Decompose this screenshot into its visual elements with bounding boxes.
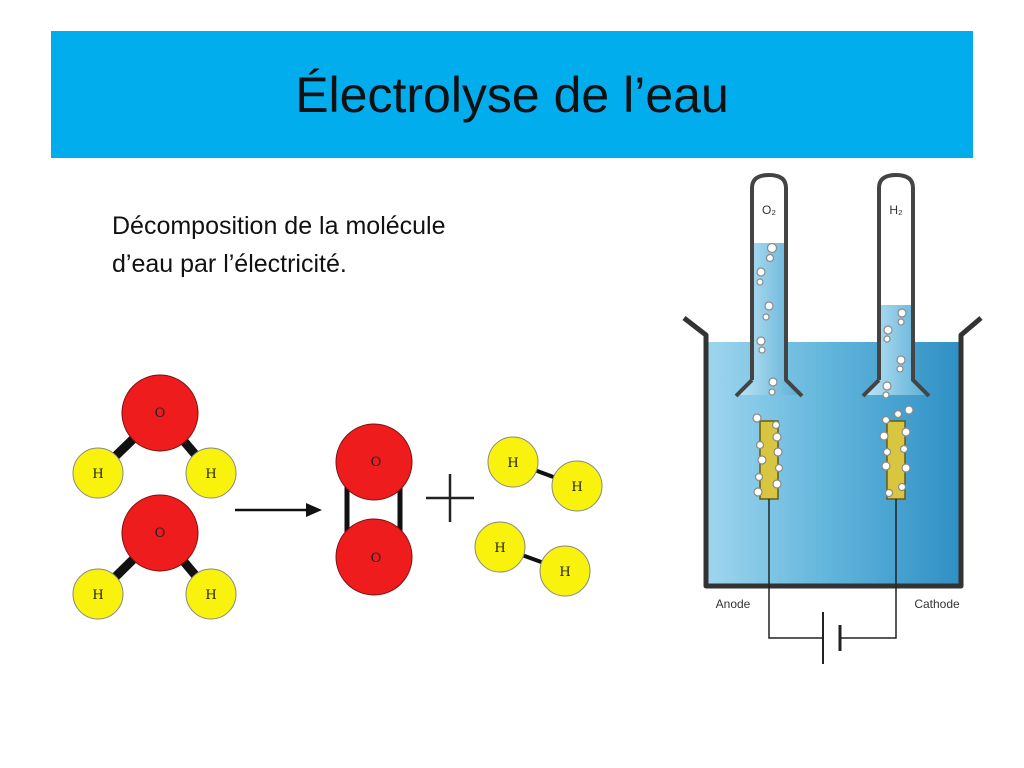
bubble bbox=[766, 242, 778, 254]
plus-icon bbox=[426, 474, 474, 522]
bubble bbox=[756, 336, 766, 346]
hydrogen-atom bbox=[474, 521, 526, 573]
oxygen-atom bbox=[121, 374, 199, 452]
hydrogen-atom-label: H bbox=[205, 588, 216, 603]
oxygen-atom-label: O bbox=[371, 551, 382, 566]
anode-label: Anode bbox=[716, 597, 751, 611]
oxygen-atom bbox=[335, 518, 413, 596]
bubble bbox=[896, 355, 906, 365]
bubble bbox=[755, 440, 765, 450]
title-band: Électrolyse de l’eau bbox=[51, 31, 973, 158]
bubble bbox=[765, 253, 775, 263]
bubble bbox=[897, 308, 907, 318]
bubble bbox=[754, 472, 764, 482]
hydrogen-atom-label: H bbox=[92, 588, 103, 603]
water-molecule-2: O H H bbox=[72, 494, 237, 620]
hydrogen-atom bbox=[185, 568, 237, 620]
bubble bbox=[897, 318, 905, 326]
tube-label-h2: H₂ bbox=[889, 203, 903, 217]
test-tube-right-lip bbox=[861, 378, 881, 398]
battery-icon bbox=[822, 612, 842, 664]
bubble bbox=[883, 325, 893, 335]
test-tube-left-lip bbox=[734, 378, 754, 398]
oxygen-molecule: O O bbox=[335, 423, 413, 596]
hydrogen-atom bbox=[551, 460, 603, 512]
bubble bbox=[757, 455, 767, 465]
hydrogen-atom bbox=[72, 568, 124, 620]
bubble bbox=[753, 487, 763, 497]
hydrogen-molecule-2: H H bbox=[474, 521, 591, 597]
circuit-wire-right bbox=[840, 586, 897, 639]
cathode-label: Cathode bbox=[914, 597, 960, 611]
reaction-arrow-icon bbox=[235, 503, 322, 517]
bubble bbox=[881, 461, 891, 471]
bubble bbox=[774, 463, 784, 473]
water-molecule-1: O H H bbox=[72, 374, 237, 499]
beaker bbox=[682, 316, 983, 589]
slide-subtitle: Décomposition de la molécule d’eau par l… bbox=[112, 207, 552, 283]
bubble bbox=[772, 479, 782, 489]
bubble bbox=[901, 427, 911, 437]
bubble bbox=[897, 482, 907, 492]
bubble bbox=[758, 346, 766, 354]
bubble bbox=[756, 267, 766, 277]
bubble bbox=[764, 301, 774, 311]
subtitle-line-1: Décomposition de la molécule bbox=[112, 212, 446, 240]
oxygen-atom bbox=[335, 423, 413, 501]
bubble bbox=[883, 335, 891, 343]
gas-bubbles bbox=[752, 242, 914, 498]
bubble bbox=[882, 381, 892, 391]
bubble bbox=[884, 488, 894, 498]
bubble bbox=[896, 365, 904, 373]
oxygen-atom-label: O bbox=[371, 455, 382, 470]
bubble bbox=[756, 278, 764, 286]
hydrogen-atom bbox=[487, 436, 539, 488]
bubble bbox=[772, 432, 782, 442]
bubble bbox=[882, 447, 892, 457]
hydrogen-atom bbox=[539, 545, 591, 597]
bubble bbox=[882, 391, 890, 399]
beaker-water bbox=[706, 342, 961, 586]
bubble bbox=[904, 405, 914, 415]
bubble bbox=[762, 313, 770, 321]
hydrogen-atom bbox=[185, 447, 237, 499]
tube-label-o2: O₂ bbox=[762, 203, 776, 217]
bubble bbox=[879, 431, 889, 441]
electrolysis-apparatus: O₂ H₂ Anode Cathode bbox=[682, 173, 983, 664]
hydrogen-atom-label: H bbox=[92, 467, 103, 482]
hydrogen-atom-label: H bbox=[205, 467, 216, 482]
hydrogen-molecule-1: H H bbox=[487, 436, 603, 512]
test-tube-left bbox=[750, 173, 804, 398]
test-tube-right bbox=[877, 173, 931, 398]
hydrogen-atom-label: H bbox=[571, 480, 582, 495]
oxygen-atom bbox=[121, 494, 199, 572]
circuit-wire-left bbox=[768, 586, 823, 639]
oxygen-atom-label: O bbox=[155, 526, 166, 541]
bubble bbox=[768, 388, 776, 396]
oxygen-atom-label: O bbox=[155, 406, 166, 421]
hydrogen-atom-label: H bbox=[494, 541, 505, 556]
hydrogen-atom-label: H bbox=[507, 456, 518, 471]
bubble bbox=[771, 420, 781, 430]
subtitle-line-2: d’eau par l’électricité. bbox=[112, 250, 347, 278]
bubble bbox=[899, 444, 909, 454]
bubble bbox=[881, 415, 891, 425]
hydrogen-atom-label: H bbox=[559, 565, 570, 580]
bubble bbox=[901, 463, 911, 473]
bubble bbox=[893, 409, 903, 419]
hydrogen-atom bbox=[72, 447, 124, 499]
bubble bbox=[768, 377, 778, 387]
slide-title: Électrolyse de l’eau bbox=[295, 66, 729, 123]
bubble bbox=[752, 413, 762, 423]
bubble bbox=[773, 447, 783, 457]
